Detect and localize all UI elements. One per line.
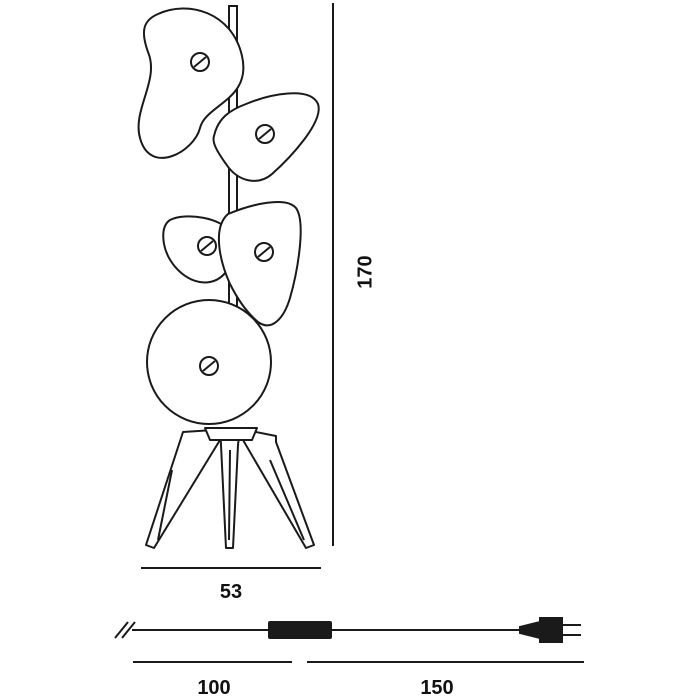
tripod-base — [145, 427, 315, 549]
cable-to-switch-label: 100 — [197, 677, 230, 699]
screw-icon — [254, 242, 274, 262]
mount-screws — [190, 52, 275, 376]
cable-dimensions: 100 150 — [133, 661, 584, 699]
height-dimension: 170 — [332, 3, 376, 546]
base-width-dimension: 53 — [141, 567, 321, 603]
power-plug-icon — [519, 617, 581, 643]
shade-middle-triangle — [217, 201, 302, 327]
height-dimension-label: 170 — [354, 255, 376, 288]
switch-to-plug-label: 150 — [420, 677, 453, 699]
screw-icon — [197, 236, 217, 256]
power-cable — [114, 621, 520, 639]
shade-top-bean — [137, 7, 245, 159]
screw-icon — [199, 356, 219, 376]
screw-icon — [255, 124, 275, 144]
inline-switch-icon — [268, 621, 332, 639]
screw-icon — [190, 52, 210, 72]
lamp-shades — [137, 7, 320, 425]
base-width-dimension-label: 53 — [220, 581, 242, 603]
